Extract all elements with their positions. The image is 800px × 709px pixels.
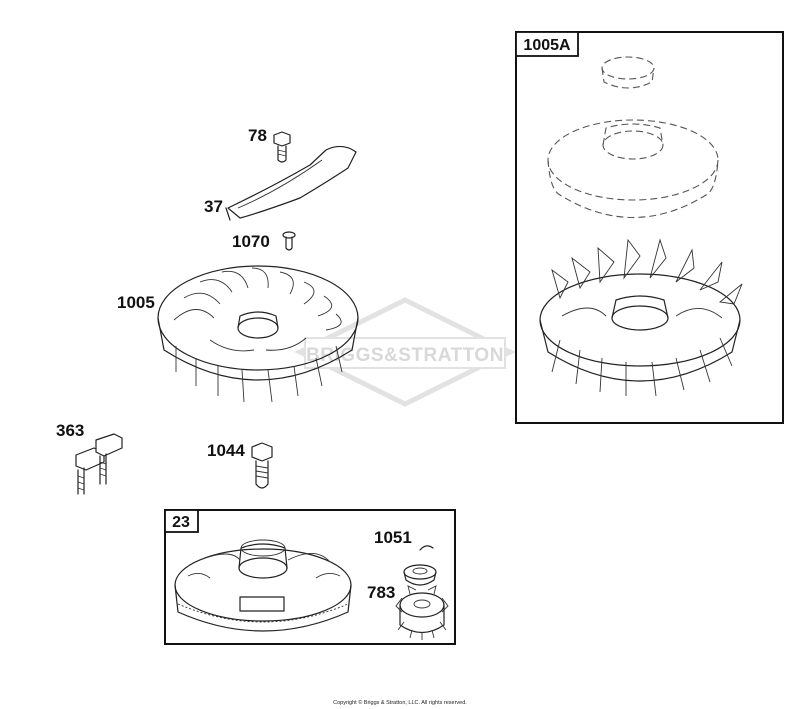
box-1005a: 1005A bbox=[515, 31, 784, 424]
box-label-23: 23 bbox=[172, 514, 190, 531]
dashed-screen bbox=[547, 119, 719, 218]
retaining-ring-1051 bbox=[403, 545, 437, 586]
box-label-1005a: 1005A bbox=[523, 37, 571, 54]
callout-363: 363 bbox=[56, 421, 84, 440]
air-guide-37 bbox=[225, 145, 357, 221]
flywheel-fan-1005 bbox=[157, 265, 359, 403]
callout-1070: 1070 bbox=[232, 232, 270, 251]
callout-1044: 1044 bbox=[207, 441, 245, 460]
bolt-78 bbox=[273, 131, 291, 163]
callout-1051: 1051 bbox=[374, 528, 412, 547]
screw-1070 bbox=[282, 231, 296, 251]
callout-1005: 1005 bbox=[117, 293, 155, 312]
brand-watermark: BRIGGS&STRATTON bbox=[294, 297, 516, 407]
callout-78: 78 bbox=[248, 126, 267, 145]
starter-gear-783 bbox=[395, 585, 449, 640]
bracket-pair-363 bbox=[75, 433, 123, 495]
callout-37: 37 bbox=[204, 197, 223, 216]
callout-783: 783 bbox=[367, 583, 395, 602]
copyright-notice: Copyright © Briggs & Stratton, LLC. All … bbox=[333, 699, 467, 706]
dashed-cap bbox=[601, 56, 655, 89]
flywheel-fan-1005a bbox=[539, 238, 743, 397]
flywheel-ring-gear bbox=[174, 539, 352, 632]
box-23: 23 bbox=[164, 509, 456, 645]
bolt-1044 bbox=[251, 442, 273, 489]
watermark-text: BRIGGS&STRATTON bbox=[306, 345, 504, 366]
